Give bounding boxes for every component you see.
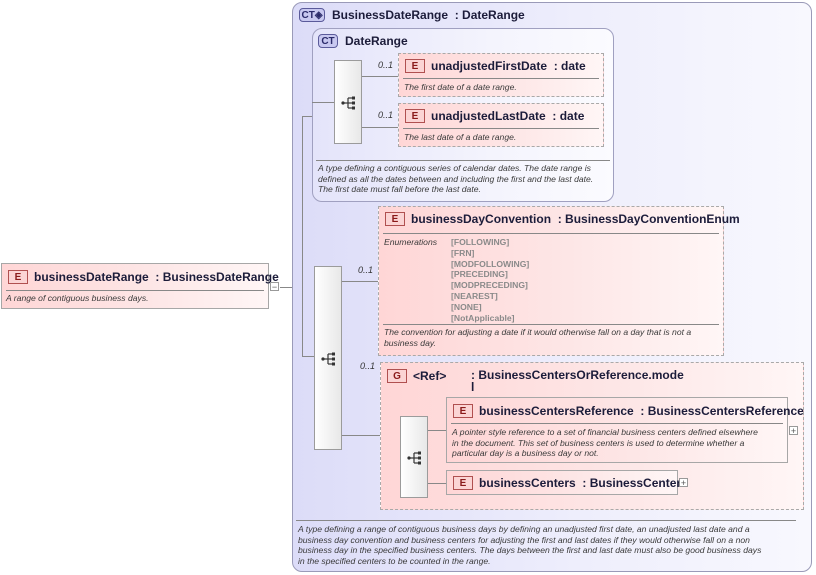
group-ref: <Ref>	[413, 369, 447, 383]
connector-line	[428, 430, 446, 431]
element-badge: E	[405, 109, 425, 123]
separator	[383, 233, 719, 234]
enumeration-list: [FOLLOWING] [FRN] [MODFOLLOWING] [PRECED…	[451, 237, 530, 323]
connector-line	[362, 76, 398, 77]
sequence-compositor[interactable]	[314, 266, 342, 450]
sequence-icon	[407, 450, 423, 466]
connector-line	[342, 281, 378, 282]
complex-type-title: DateRange	[345, 34, 408, 48]
element-badge: E	[385, 212, 405, 226]
separator	[383, 324, 719, 325]
element-unadjustedLastDate[interactable]: E unadjustedLastDate : date The last dat…	[398, 103, 604, 147]
element-badge: E	[405, 59, 425, 73]
element-businessCentersReference[interactable]: E businessCentersReference : BusinessCen…	[446, 397, 804, 463]
group-badge: G	[387, 369, 407, 383]
separator	[403, 128, 599, 129]
complex-type-doc: A type defining a contiguous series of c…	[318, 163, 594, 194]
element-name: businessCenters : BusinessCenters	[479, 476, 688, 490]
multiplicity: 0..1	[378, 110, 394, 120]
separator	[6, 290, 264, 291]
element-name: unadjustedLastDate : date	[431, 109, 585, 123]
sequence-compositor[interactable]	[400, 416, 428, 498]
element-badge: E	[8, 270, 28, 284]
expand-toggle[interactable]: +	[679, 478, 688, 488]
extension-icon: ◈	[314, 10, 323, 21]
separator	[296, 520, 796, 521]
complex-type-title: BusinessDateRange : DateRange	[332, 8, 525, 22]
element-businessDayConvention[interactable]: E businessDayConvention : BusinessDayCon…	[378, 206, 740, 356]
sequence-icon	[321, 351, 337, 367]
element-name: unadjustedFirstDate : date	[431, 59, 586, 73]
element-name: businessDayConvention : BusinessDayConve…	[411, 212, 740, 226]
connector-line	[342, 435, 380, 436]
enumerations-label: Enumerations	[384, 237, 438, 247]
element-doc: The convention for adjusting a date if i…	[384, 327, 692, 348]
sequence-icon	[341, 95, 357, 111]
multiplicity: 0..1	[358, 265, 374, 275]
complex-type-doc: A type defining a range of contiguous bu…	[298, 524, 762, 566]
element-doc: The last date of a date range.	[404, 132, 517, 142]
element-name: businessCentersReference : BusinessCente…	[479, 404, 804, 418]
element-businessCenters[interactable]: E businessCenters : BusinessCenters	[446, 470, 688, 495]
collapse-toggle[interactable]: −	[270, 282, 279, 292]
element-doc: A pointer style reference to a set of fi…	[452, 427, 758, 458]
root-doc: A range of contiguous business days.	[6, 293, 149, 303]
connector-line	[428, 483, 446, 484]
separator	[316, 160, 610, 161]
group-name: : BusinessCentersOrReference.mode l	[471, 368, 684, 394]
complex-type-badge: CT	[318, 34, 338, 48]
element-badge: E	[453, 404, 473, 418]
element-badge: E	[453, 476, 473, 490]
complex-type-badge: CT◈	[299, 8, 325, 22]
connector-line	[302, 116, 312, 117]
root-element-businessDateRange[interactable]: E businessDateRange : BusinessDateRange …	[1, 263, 279, 309]
multiplicity: 0..1	[378, 60, 394, 70]
connector-line	[312, 102, 334, 103]
element-doc: The first date of a date range.	[404, 82, 517, 92]
connector-line	[362, 127, 398, 128]
sequence-compositor[interactable]	[334, 60, 362, 144]
separator	[451, 423, 783, 424]
root-element-name: businessDateRange : BusinessDateRange	[34, 270, 279, 284]
expand-toggle[interactable]: +	[789, 426, 798, 436]
separator	[403, 78, 599, 79]
connector-line	[302, 116, 303, 356]
element-unadjustedFirstDate[interactable]: E unadjustedFirstDate : date The first d…	[398, 53, 604, 97]
connector-line	[302, 356, 314, 357]
multiplicity: 0..1	[360, 361, 376, 371]
